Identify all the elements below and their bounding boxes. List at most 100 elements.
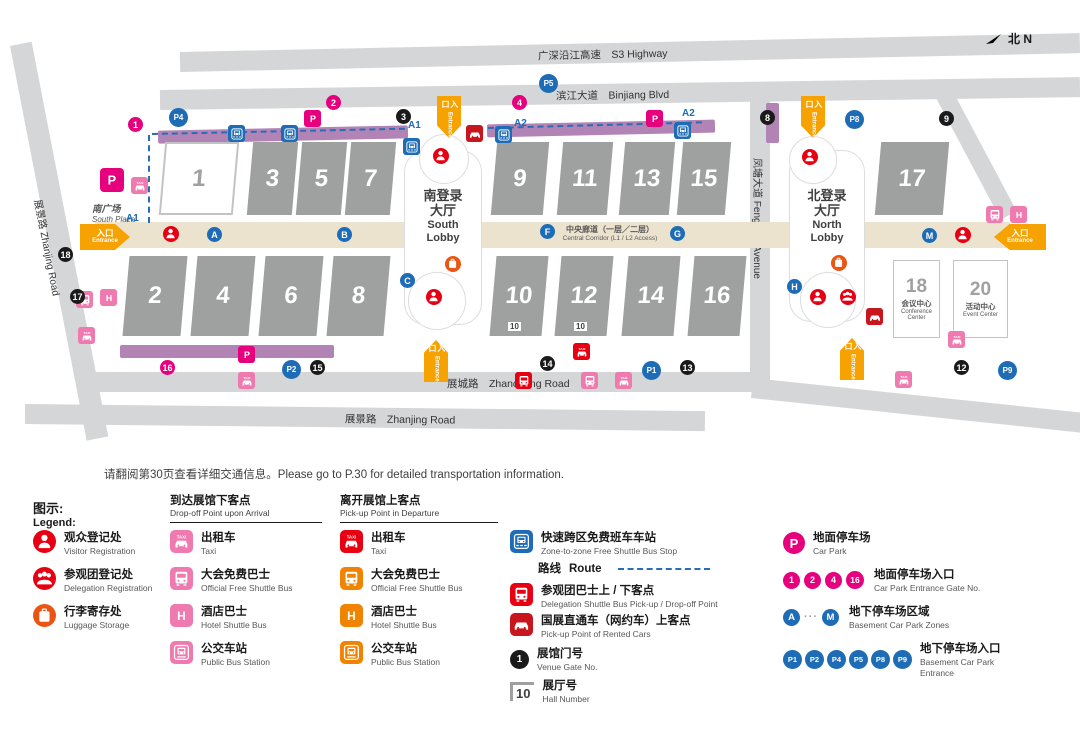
route-dash-sample — [617, 568, 710, 571]
road-label-s3: 广深沿江高速 S3 Highway — [537, 47, 668, 63]
venue-gate-badge: 13 — [680, 360, 695, 375]
basement-entrance-badge: P2 — [805, 649, 824, 669]
hall-8: 8 — [326, 256, 391, 336]
public-bus-station-icon — [170, 641, 193, 664]
venue-gate-badge: 1 — [510, 649, 529, 669]
hall-2-number: 2 — [147, 282, 163, 309]
conference-center-number: 18 — [905, 276, 928, 298]
carpark-icon: P — [646, 110, 663, 127]
hall-1: 1 — [158, 142, 240, 215]
basement-entrance-badge: P4 — [827, 649, 846, 669]
taxi-icon: TAXI — [170, 530, 193, 553]
shuttle-stop-label: A2 — [682, 108, 695, 119]
basement-zone-badge: M — [822, 608, 839, 626]
central-corridor-label: 中央廊道（一层／二层） Central Corridor (L1 / L2 Ac… — [552, 225, 668, 243]
venue-gate-badge: 8 — [760, 110, 775, 125]
svg-text:TAXI: TAXI — [347, 535, 356, 540]
gate-10-marker: 10 — [506, 320, 521, 331]
legend-item-shuttle-route: 路线 Route — [538, 562, 710, 576]
zone-shuttle-stop-icon — [495, 126, 512, 143]
basement-entrance-badge: P9 — [998, 361, 1017, 380]
hall-12-number: 12 — [569, 282, 599, 309]
basement-entrance-badge: P4 — [169, 108, 188, 127]
legend-arrival-header: 到达展馆下客点 Drop-off Point upon Arrival — [170, 492, 322, 523]
hall-14-number: 14 — [636, 282, 666, 309]
shuttle-route-line — [148, 135, 150, 223]
hall-7-number: 7 — [362, 164, 379, 192]
road-label-zhancheng: 展城路 Zhancheng Road — [447, 378, 570, 390]
taxi-dropoff-icon: TAXI — [238, 372, 255, 389]
basement-zone-badge: A — [207, 227, 222, 242]
svg-text:TAXI: TAXI — [243, 375, 250, 379]
delegation-registration-icon — [840, 289, 856, 305]
south-lobby-label: 南登录 大厅 South Lobby — [423, 188, 463, 244]
svg-text:P: P — [651, 114, 657, 124]
visitor-registration-icon — [810, 289, 826, 305]
venue-gate-badge: 17 — [70, 289, 85, 304]
shuttle-bus-icon — [170, 567, 193, 590]
svg-text:H: H — [347, 610, 356, 623]
transport-note: 请翻阅第30页查看详细交通信息。Please go to P.30 for de… — [104, 469, 564, 481]
taxi-dropoff-icon: TAXI — [895, 371, 912, 388]
event-center-number: 20 — [969, 279, 992, 301]
rented-car-icon — [510, 613, 533, 636]
taxi-dropoff-icon: TAXI — [78, 327, 95, 344]
carpark-icon: P — [304, 110, 321, 127]
corridor-label-en: Central Corridor (L1 / L2 Access) — [562, 235, 658, 243]
conference-center: 18 会议中心 Conference Center — [893, 260, 940, 338]
svg-text:TAXI: TAXI — [900, 374, 907, 378]
carpark-gate-badge: 16 — [846, 571, 864, 590]
hall-3-number: 3 — [264, 164, 281, 192]
basement-entrance-badge: P1 — [642, 361, 661, 380]
compass: 北 N — [985, 30, 1032, 47]
basement-entrance-badge: P8 — [871, 649, 890, 669]
road-label-fengtang: 凤塘大道 Fengtang Avenue — [751, 158, 762, 279]
svg-text:P: P — [309, 114, 315, 124]
carpark-gate-badge: 2 — [326, 95, 341, 110]
shuttle-stop-label: A1 — [408, 120, 421, 131]
basement-entrance-badge: P5 — [849, 649, 868, 669]
svg-text:TAXI: TAXI — [620, 375, 627, 379]
carpark-gate-badge: 1 — [783, 571, 800, 589]
event-center: 20 活动中心 Event Center — [953, 260, 1008, 338]
basement-zone-badge: M — [922, 228, 937, 243]
shuttle-stop-label: A2 — [514, 118, 527, 129]
south-plaza-label: 南广场 South Plaza — [92, 204, 136, 225]
dropoff-strip-south — [120, 345, 334, 358]
carpark-gate-badge: 16 — [160, 360, 175, 375]
luggage-storage-icon — [445, 256, 461, 272]
basement-entrance-badge: P2 — [282, 360, 301, 379]
svg-text:H: H — [105, 293, 111, 303]
hall-16: 16 — [687, 256, 747, 336]
shuttle-stop-label: A1 — [126, 213, 139, 224]
visitor-registration-icon — [163, 226, 179, 242]
event-center-zh: 活动中心 — [965, 301, 996, 311]
delegation-bus-icon — [510, 583, 533, 606]
shuttle-bus-dropoff-icon — [581, 372, 598, 389]
road-label-binjiang: 滨江大道 Binjiang Blvd — [555, 88, 670, 103]
hall-8-number: 8 — [350, 282, 367, 309]
hall-11: 11 — [556, 142, 614, 215]
hall-5: 5 — [295, 142, 348, 215]
zone-shuttle-stop-icon — [403, 138, 420, 155]
hall-15-number: 15 — [689, 164, 719, 192]
compass-label: 北 N — [1008, 32, 1033, 46]
basement-zone-badge: C — [400, 273, 415, 288]
carpark-gate-badge: 2 — [804, 571, 821, 589]
carpark-gate-badge: 4 — [512, 95, 527, 110]
basement-entrance-badge: P8 — [845, 110, 864, 129]
carpark-gate-badge: 1 — [128, 117, 143, 132]
hall-number-symbol: 10 — [510, 681, 535, 701]
carpark-gate-badge: 4 — [825, 571, 842, 589]
